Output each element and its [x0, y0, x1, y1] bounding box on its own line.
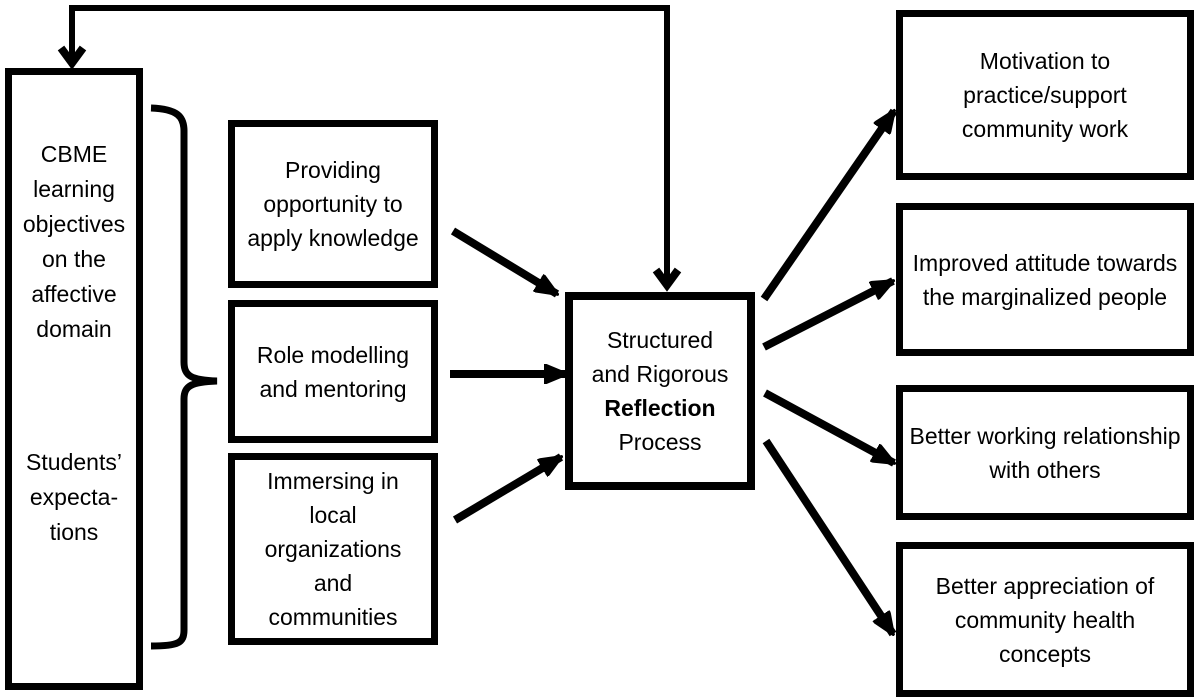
box-text-line-bold: Reflection [604, 395, 716, 421]
box-text-line: Process [618, 429, 702, 455]
role-modelling-box: Role modelling and mentoring [228, 300, 438, 443]
motivation-text: Motivation to practice/support community… [962, 44, 1128, 146]
reflection-process-text: Structured and Rigorous Reflection Proce… [592, 323, 729, 459]
feedback-arrowhead-left-icon [57, 45, 87, 70]
box-text-line: CBME [40, 141, 108, 167]
box-text-line: Providing [285, 157, 381, 183]
immersing-text: Immersing in local organizations and com… [265, 464, 402, 634]
box-text-line: Better appreciation of [935, 572, 1155, 599]
working-relationship-text: Better working relationship with others [909, 419, 1180, 487]
box-text-line: Motivation to [979, 48, 1111, 74]
box-text-line: tions [49, 519, 99, 545]
cbme-objectives-text: CBME learning objectives on the affectiv… [12, 137, 136, 347]
arrow-providing-to-reflection [450, 227, 557, 298]
box-text-line: practice/support [963, 82, 1127, 108]
box-text-line: on the [42, 246, 106, 272]
immersing-box: Immersing in local organizations and com… [228, 453, 438, 645]
box-text-line: the marginalized people [922, 283, 1168, 310]
box-text-line: and mentoring [259, 375, 407, 402]
feedback-arrowhead-center-icon [652, 267, 682, 292]
box-text-line: local [309, 502, 357, 528]
working-relationship-box: Better working relationship with others [896, 385, 1194, 520]
box-text-line: Improved attitude towards [912, 249, 1178, 276]
box-text-line: Structured [606, 327, 714, 353]
motivation-box: Motivation to practice/support community… [896, 10, 1194, 180]
students-expectations-text: Students’ expecta- tions [12, 445, 136, 550]
feedback-loop-arrow [69, 5, 670, 282]
box-text-line: Students’ [26, 449, 122, 475]
grouping-brace [150, 104, 218, 650]
box-text-line: and [313, 570, 353, 596]
box-text-line: expecta- [29, 484, 119, 510]
box-text-line: learning [33, 176, 115, 202]
box-text-line: apply knowledge [247, 225, 419, 251]
appreciation-box: Better appreciation of community health … [896, 542, 1194, 697]
box-text-line: Immersing in [267, 468, 399, 494]
improved-attitude-text: Improved attitude towards the marginaliz… [913, 246, 1178, 314]
box-text-line: organizations [264, 536, 402, 562]
box-text-line: communities [268, 604, 398, 630]
box-text-line: with others [989, 456, 1101, 483]
arrow-reflection-to-attitude [762, 277, 893, 351]
arrow-reflection-to-motivation [760, 111, 898, 302]
box-text-line: Role modelling [256, 341, 410, 368]
box-text-line: domain [36, 316, 112, 342]
role-modelling-text: Role modelling and mentoring [257, 338, 409, 406]
arrow-reflection-to-relationship [763, 389, 894, 467]
reflection-process-box: Structured and Rigorous Reflection Proce… [565, 292, 755, 490]
arrow-reflection-to-appreciation [762, 438, 897, 634]
box-text-line: opportunity to [263, 191, 403, 217]
box-text-line: and Rigorous [591, 361, 729, 387]
box-text-line: Better working relationship [909, 422, 1181, 449]
providing-opportunity-box: Providing opportunity to apply knowledge [228, 120, 438, 288]
box-text-line: community health [954, 606, 1136, 633]
box-text-line: community work [961, 116, 1129, 142]
box-text-line: objectives [22, 211, 126, 237]
box-text-line: affective [31, 281, 117, 307]
box-text-line: concepts [998, 640, 1092, 667]
arrow-immersing-to-reflection [452, 453, 561, 524]
improved-attitude-box: Improved attitude towards the marginaliz… [896, 203, 1194, 356]
providing-opportunity-text: Providing opportunity to apply knowledge [247, 153, 418, 255]
cbme-objectives-box: CBME learning objectives on the affectiv… [5, 68, 143, 690]
appreciation-text: Better appreciation of community health … [936, 569, 1155, 671]
